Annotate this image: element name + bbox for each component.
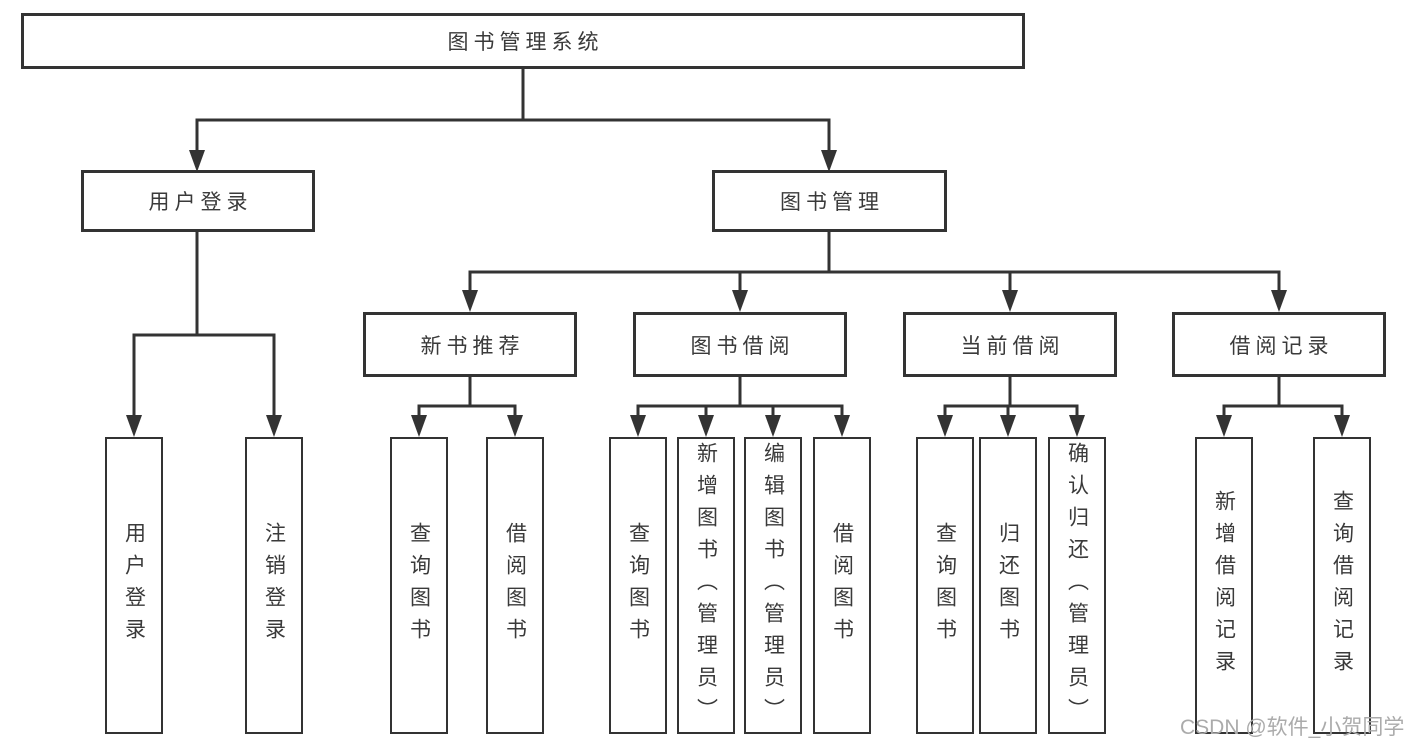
arrow-down-icon <box>834 415 850 437</box>
node-label: 当前借阅 <box>960 334 1065 358</box>
node-label: 注销登录 <box>262 521 286 650</box>
arrow-down-icon <box>1216 415 1232 437</box>
leaf-query-books-current: 查询图书 <box>916 437 974 734</box>
node-book-borrowing: 图书借阅 <box>633 312 847 377</box>
leaf-user-login: 用户登录 <box>105 437 163 734</box>
arrow-down-icon <box>507 415 523 437</box>
arrow-down-icon <box>1069 415 1085 437</box>
node-root-library-system: 图书管理系统 <box>21 13 1025 69</box>
node-label: 新书推荐 <box>420 334 525 358</box>
node-label: 用户登录 <box>122 521 146 650</box>
node-label: 图书借阅 <box>690 334 795 358</box>
arrow-down-icon <box>411 415 427 437</box>
node-current-borrowing: 当前借阅 <box>903 312 1117 377</box>
arrow-down-icon <box>126 415 142 437</box>
leaf-return-book: 归还图书 <box>979 437 1037 734</box>
node-label: 查询图书 <box>626 521 650 650</box>
node-label: 归还图书 <box>996 521 1020 650</box>
node-label: 新增图书（管理员） <box>694 441 718 730</box>
node-label: 查询图书 <box>407 521 431 650</box>
arrow-down-icon <box>1271 290 1287 312</box>
leaf-query-books-borrowing: 查询图书 <box>609 437 667 734</box>
node-label: 用户登录 <box>148 191 253 214</box>
node-label: 图书管理系统 <box>447 31 604 54</box>
node-label: 确认归还（管理员） <box>1065 441 1089 730</box>
arrow-down-icon <box>189 150 205 172</box>
arrow-down-icon <box>462 290 478 312</box>
node-label: 借阅图书 <box>503 521 527 650</box>
node-new-book-recommend: 新书推荐 <box>363 312 577 377</box>
leaf-query-books-recommend: 查询图书 <box>390 437 448 734</box>
node-book-management: 图书管理 <box>712 170 947 232</box>
arrow-down-icon <box>266 415 282 437</box>
arrow-down-icon <box>732 290 748 312</box>
node-user-login: 用户登录 <box>81 170 315 232</box>
leaf-add-book-admin: 新增图书（管理员） <box>677 437 735 734</box>
arrow-down-icon <box>937 415 953 437</box>
arrow-down-icon <box>765 415 781 437</box>
leaf-borrow-books-borrowing: 借阅图书 <box>813 437 871 734</box>
leaf-add-borrow-record: 新增借阅记录 <box>1195 437 1253 734</box>
arrowheads <box>126 150 1350 437</box>
leaf-edit-book-admin: 编辑图书（管理员） <box>744 437 802 734</box>
leaf-logout: 注销登录 <box>245 437 303 734</box>
leaf-query-borrow-record: 查询借阅记录 <box>1313 437 1371 734</box>
connector-path <box>132 67 1344 418</box>
node-label: 查询图书 <box>933 521 957 650</box>
arrow-down-icon <box>1000 415 1016 437</box>
arrow-down-icon <box>1002 290 1018 312</box>
node-label: 查询借阅记录 <box>1330 489 1354 682</box>
arrow-down-icon <box>1334 415 1350 437</box>
arrow-down-icon <box>698 415 714 437</box>
node-label: 编辑图书（管理员） <box>761 441 785 730</box>
leaf-confirm-return-admin: 确认归还（管理员） <box>1048 437 1106 734</box>
csdn-watermark: CSDN @软件_小贺同学 <box>1180 716 1405 739</box>
node-label: 图书管理 <box>780 191 884 214</box>
node-label: 借阅记录 <box>1229 334 1334 358</box>
arrow-down-icon <box>630 415 646 437</box>
arrow-down-icon <box>821 150 837 172</box>
node-label: 新增借阅记录 <box>1212 489 1236 682</box>
node-borrowing-records: 借阅记录 <box>1172 312 1386 377</box>
node-label: 借阅图书 <box>830 521 854 650</box>
leaf-borrow-books-recommend: 借阅图书 <box>486 437 544 734</box>
